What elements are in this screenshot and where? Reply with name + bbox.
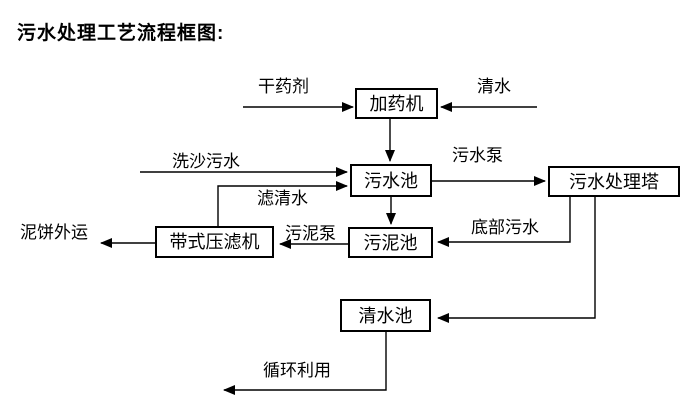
node-treatment-tower: 污水处理塔 — [548, 166, 680, 197]
edge-label-sewage-pump: 污水泵 — [452, 146, 503, 165]
arrow-recycle-out — [223, 332, 387, 395]
node-sewage-pool: 污水池 — [350, 164, 432, 197]
node-sludge-pool: 污泥池 — [348, 227, 433, 258]
node-belt-filter-press: 带式压滤机 — [155, 226, 274, 258]
page-title: 污水处理工艺流程框图: — [17, 23, 225, 44]
edge-label-dry-chemical: 干药剂 — [258, 77, 309, 96]
edge-label-sand-wash-sewage: 洗沙污水 — [172, 152, 240, 171]
edge-label-recycle-use: 循环利用 — [263, 361, 331, 380]
arrow-tower-to-clean-pool — [437, 197, 596, 323]
edge-label-filtered-water: 滤清水 — [257, 189, 308, 208]
edge-label-bottom-sewage: 底部污水 — [471, 218, 539, 237]
arrow-filtered-water-to-sewage-pool — [217, 181, 348, 226]
arrow-bottom-sewage-to-sludge-pool — [437, 197, 571, 247]
edge-label-clean-water: 清水 — [477, 77, 511, 96]
edge-label-sludge-pump: 污泥泵 — [285, 224, 336, 243]
node-dosing-machine: 加药机 — [355, 88, 438, 119]
node-clean-water-pool: 清水池 — [340, 299, 431, 332]
edge-label-mud-cake-out: 泥饼外运 — [20, 223, 88, 242]
